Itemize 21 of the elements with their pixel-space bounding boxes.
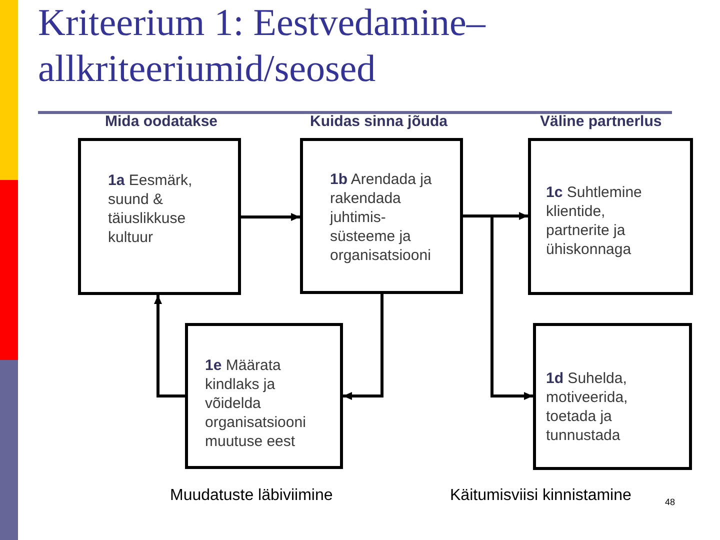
process-box (528, 138, 693, 295)
process-box (533, 323, 692, 470)
row-caption: Käitumisviisi kinnistamine (450, 486, 632, 505)
page-number: 48 (665, 497, 676, 508)
step-text: 1a Eesmärk, suund & täiuslikkuse kultuur (108, 171, 194, 247)
arrow (343, 294, 384, 400)
step-text: 1c Suhtlemine klientide, partnerite ja ühiskonnaga (546, 183, 643, 259)
process-box (78, 138, 241, 295)
slide-title: Kriteerium 1: Eestvedamine– allkriteeriumid/seosed (38, 1, 487, 92)
column-heading: Mida oodatakse (105, 113, 218, 131)
arrow (241, 213, 300, 221)
column-heading: Kuidas sinna jõuda (310, 113, 448, 131)
column-heading: Väline partnerlus (540, 113, 662, 131)
process-box (300, 138, 463, 294)
row-caption: Muudatuste läbiviimine (170, 486, 333, 505)
step-text: 1e Määrata kindlaks ja võidelda organisatsiooni muutuse eest (205, 356, 307, 451)
step-text: 1b Arendada ja rakendada juhtimis- süsteeme ja organisatsiooni (330, 170, 433, 265)
arrow (463, 214, 533, 400)
arrow (154, 295, 185, 398)
step-text: 1d Suhelda, motiveerida, toetada ja tunnustada (546, 369, 629, 445)
process-box (185, 323, 343, 469)
